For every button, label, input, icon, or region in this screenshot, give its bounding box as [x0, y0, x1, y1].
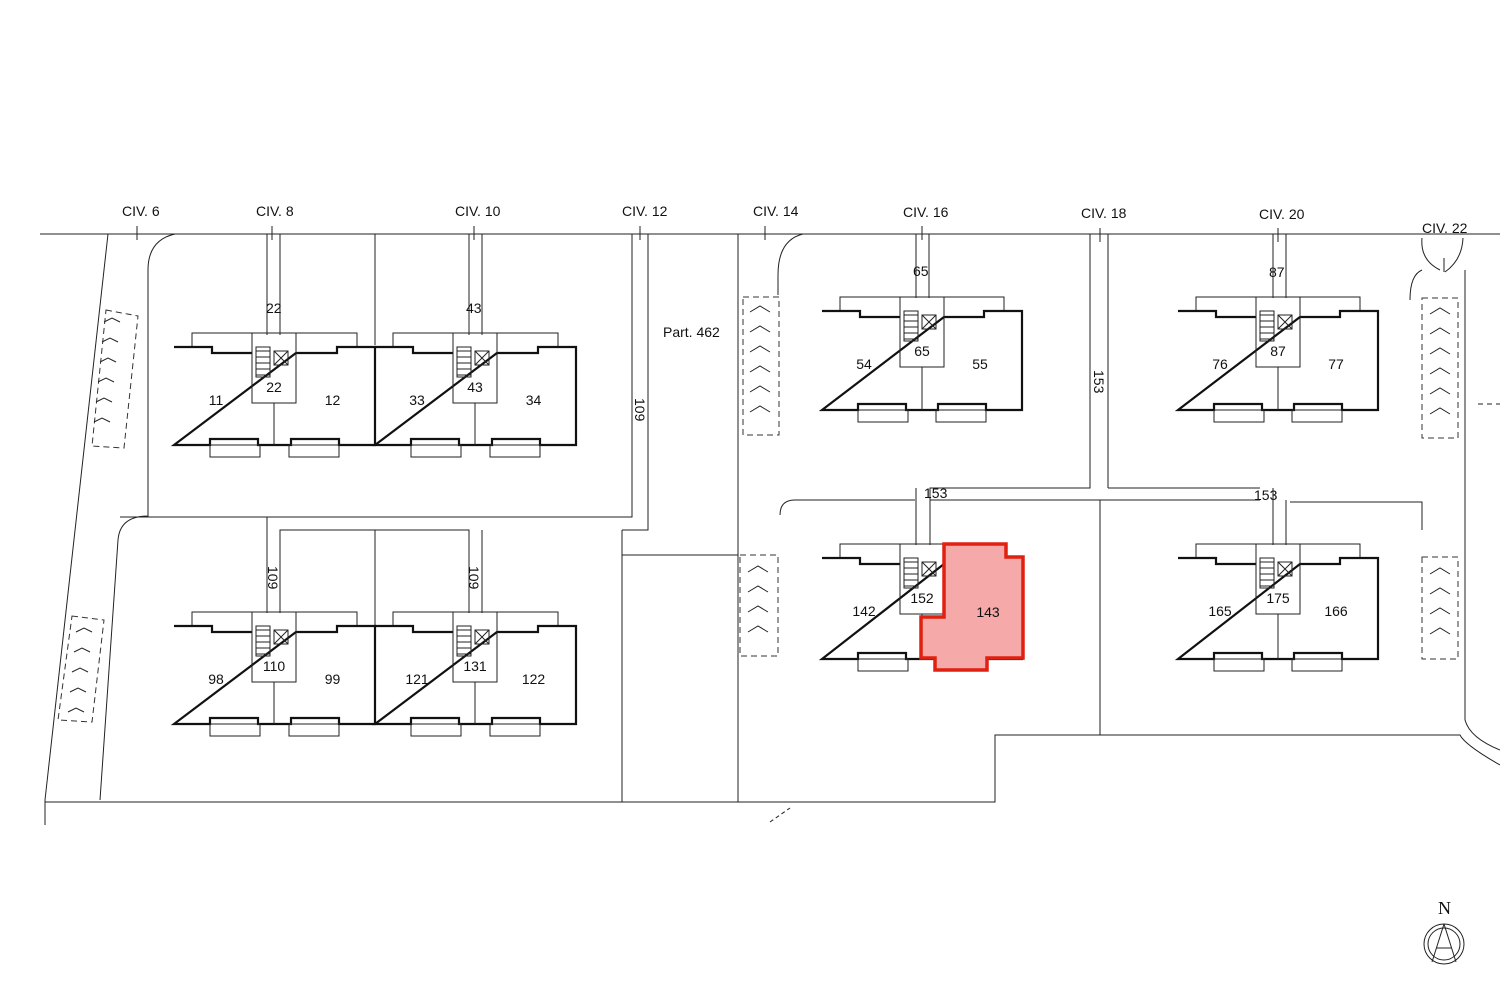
civ-label: CIV. 20: [1259, 206, 1305, 222]
unit-number: 76: [1212, 356, 1228, 372]
unit-number: 99: [325, 671, 341, 687]
unit-number: 77: [1328, 356, 1344, 372]
path-label: 109: [265, 566, 281, 590]
path-label: 109: [466, 566, 482, 590]
path-label: 153: [924, 485, 948, 501]
civ-label: CIV. 8: [256, 203, 294, 219]
north-arrow-icon: N: [1423, 898, 1465, 965]
path-label: 65: [913, 263, 929, 279]
stair-number: 110: [263, 658, 286, 674]
stair-number: 43: [467, 379, 483, 395]
stair-number: 131: [463, 658, 487, 674]
unit-number: 165: [1208, 603, 1232, 619]
unit-number: 55: [972, 356, 988, 372]
north-label: N: [1438, 898, 1451, 918]
unit-number: 122: [522, 671, 546, 687]
path-label: 87: [1269, 264, 1285, 280]
unit-number: 166: [1324, 603, 1348, 619]
building: 87 77 76: [1174, 296, 1380, 423]
building: 131 122 121: [371, 611, 578, 737]
unit-number: 54: [856, 356, 872, 372]
civ-label: CIV. 6: [122, 203, 160, 219]
path-label: 43: [466, 300, 482, 316]
unit-number: 34: [526, 392, 542, 408]
stair-number: 152: [910, 590, 934, 606]
path-labels: 22 43 65 87 109 109 153 153 109 153 Part…: [265, 263, 1285, 590]
buildings: 2212114334336555548777761109998131122121…: [170, 296, 1380, 737]
civ-label: CIV. 18: [1081, 205, 1127, 221]
unit-number: 98: [208, 671, 224, 687]
stair-number: 175: [1266, 590, 1290, 606]
path-label-vertical: 109: [632, 398, 648, 422]
street-numbers: CIV. 6 CIV. 8 CIV. 10 CIV. 12 CIV. 14 CI…: [122, 203, 1468, 272]
unit-number: 33: [409, 392, 425, 408]
stair-number: 65: [914, 343, 930, 359]
unit-number: 11: [209, 392, 224, 408]
building: 175 166 165: [1174, 543, 1380, 672]
unit-number: 121: [405, 671, 429, 687]
civ-label: CIV. 16: [903, 204, 949, 220]
highlighted-unit[interactable]: 143: [919, 542, 1025, 672]
parking-areas: [57, 296, 1459, 723]
unit-number: 12: [325, 392, 341, 408]
civ-label: CIV. 10: [455, 203, 501, 219]
path-label: 22: [266, 300, 282, 316]
civ-label: CIV. 14: [753, 203, 799, 219]
stair-number: 87: [1270, 343, 1286, 359]
civ-label: CIV. 22: [1422, 220, 1468, 236]
building: 43 34 33: [371, 332, 578, 458]
building: 22 12 11: [170, 332, 377, 458]
building: 65 55 54: [818, 296, 1024, 423]
walkways: [266, 234, 1287, 613]
path-label: 153: [1254, 487, 1278, 503]
highlighted-unit-label: 143: [976, 604, 1000, 620]
path-label-vertical: 153: [1091, 370, 1107, 394]
parcel-label: Part. 462: [663, 324, 720, 340]
unit-number: 142: [852, 603, 876, 619]
lot-boundaries: [44, 233, 1500, 825]
stair-number: 22: [266, 379, 282, 395]
building: 110 99 98: [170, 611, 377, 737]
civ-label: CIV. 12: [622, 203, 668, 219]
